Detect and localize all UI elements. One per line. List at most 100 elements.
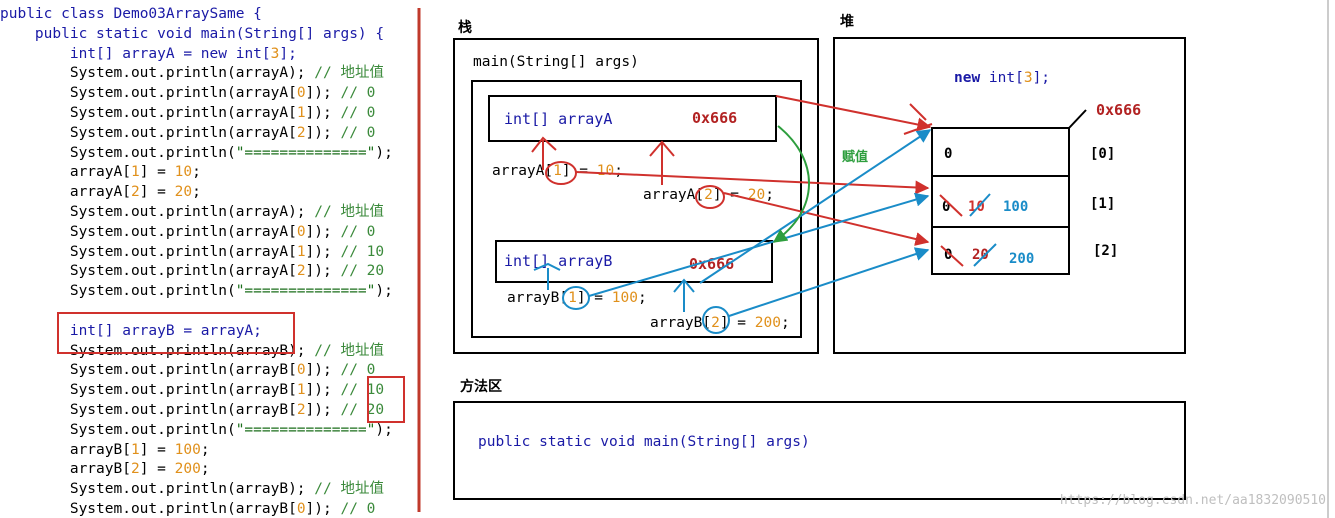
- code-token: // 10: [340, 243, 385, 260]
- arrow-a1-to-cell1: [575, 171, 930, 195]
- cell0-index: [0]: [1090, 146, 1115, 162]
- code-token: System.out.println(arrayA[: [0, 263, 297, 280]
- code-line: System.out.println(arrayB[0]); // 0: [0, 499, 376, 518]
- code-token: 2: [296, 124, 306, 141]
- code-token: // 地址值: [314, 204, 384, 220]
- code-token: System.out.println(arrayA);: [0, 65, 315, 82]
- code-token: ]);: [305, 105, 341, 121]
- code-token: System.out.println(arrayA[: [0, 243, 297, 260]
- code-token: ;: [200, 461, 210, 478]
- code-token: );: [375, 421, 393, 438]
- cell2-new-value: 200: [1009, 251, 1034, 267]
- method-area-box: [453, 401, 1186, 500]
- arrow-a2-to-cell2: [723, 192, 930, 246]
- code-token: 200: [174, 461, 201, 478]
- code-token: ] =: [139, 461, 175, 478]
- up-arrow-b1: [533, 262, 561, 290]
- code-line: System.out.println("==============");: [0, 420, 393, 440]
- code-token: 1: [130, 441, 140, 458]
- code-token: 3: [270, 45, 280, 62]
- code-panel: public class Demo03ArraySame { public st…: [0, 0, 410, 518]
- code-line: int[] arrayB = arrayA;: [0, 321, 262, 341]
- code-token: System.out.println(arrayB);: [0, 481, 315, 498]
- code-token: arrayA[: [0, 184, 131, 201]
- code-token: arrayA[: [0, 164, 131, 181]
- code-token: System.out.println(: [0, 421, 236, 438]
- main-frame-box: [471, 80, 802, 338]
- code-token: 20: [174, 184, 193, 201]
- arrow-arrayA-to-heap: [775, 95, 932, 132]
- code-token: int[] arrayB = arrayA;: [0, 322, 262, 339]
- code-token: ]);: [305, 263, 341, 280]
- code-line: System.out.println(arrayB); // 地址值: [0, 479, 384, 499]
- code-token: ;: [200, 441, 210, 458]
- code-line: arrayB[1] = 100;: [0, 440, 210, 460]
- cell2-mid-value: 20: [972, 247, 989, 263]
- code-token: // 0: [340, 501, 376, 517]
- code-line: int[] arrayA = new int[3];: [0, 44, 297, 64]
- code-line: System.out.println(arrayA[1]); // 0: [0, 103, 376, 123]
- code-line: System.out.println(arrayA[1]); // 10: [0, 242, 384, 262]
- code-line: System.out.println(arrayA); // 地址值: [0, 63, 384, 83]
- arrayA-var-box: [488, 95, 777, 142]
- code-token: // 地址值: [314, 481, 384, 498]
- code-token: int[] arrayA =: [0, 45, 201, 62]
- code-token: 2: [296, 402, 306, 418]
- code-line: System.out.println(arrayA); // 地址值: [0, 202, 384, 222]
- assign-arrayB-2: arrayB[2] = 200;: [650, 315, 790, 331]
- code-token: // 0: [340, 124, 376, 141]
- circle-arrayB-idx1: [562, 286, 590, 310]
- code-token: // 0: [340, 85, 376, 102]
- code-line: System.out.println(arrayA[2]); // 20: [0, 261, 384, 281]
- code-token: arrayB[: [0, 441, 131, 458]
- cell1-index: [1]: [1090, 196, 1115, 212]
- code-token: ]);: [305, 362, 341, 379]
- stack-frame-label: main(String[] args): [473, 54, 639, 70]
- code-token: Demo03ArraySame {: [113, 6, 262, 22]
- code-token: ];: [279, 45, 297, 62]
- code-token: 0: [296, 501, 306, 517]
- code-line: arrayA[1] = 10;: [0, 162, 201, 182]
- cell2-index: [2]: [1093, 243, 1118, 259]
- cell0-value: 0: [944, 146, 952, 162]
- code-token: ;: [192, 184, 201, 201]
- strike-cell1-0-red: [939, 194, 963, 217]
- code-token: 100: [174, 441, 201, 458]
- up-arrow-a2: [649, 140, 675, 185]
- code-token: );: [375, 144, 393, 161]
- code-line: System.out.println(arrayB[1]); // 10: [0, 380, 384, 400]
- arrayB-var-label: int[] arrayB: [504, 252, 612, 270]
- arrow-arrayB-to-heap: [699, 129, 932, 284]
- heap-box: [833, 37, 1186, 354]
- code-token: System.out.println(arrayB[: [0, 501, 297, 517]
- code-token: 2: [130, 184, 140, 201]
- code-highlight-arrayB-decl: [57, 312, 295, 354]
- up-arrow-b2: [673, 278, 695, 312]
- code-token: System.out.println(arrayB);: [0, 342, 315, 359]
- strike-cell1-10-blue: [969, 193, 991, 217]
- heap-new-expr: new int[3];: [954, 70, 1050, 86]
- code-token: System.out.println(arrayA[: [0, 223, 297, 240]
- code-line: System.out.println("==============");: [0, 143, 393, 163]
- code-line: System.out.println(arrayB); // 地址值: [0, 341, 384, 361]
- code-token: 0: [296, 85, 306, 102]
- code-token: "==============": [235, 421, 376, 438]
- method-area-title: 方法区: [460, 378, 502, 395]
- code-token: // 20: [340, 263, 385, 280]
- cell2-old-value: 0: [944, 247, 952, 263]
- heap-address: 0x666: [1096, 101, 1141, 119]
- code-token: 1: [296, 105, 306, 121]
- code-token: ]);: [305, 501, 341, 517]
- arrayA-var-label: int[] arrayA: [504, 110, 612, 128]
- code-token: ]);: [305, 402, 341, 418]
- code-line: System.out.println(arrayB[0]); // 0: [0, 360, 376, 380]
- cell1-new-value: 100: [1003, 199, 1028, 215]
- code-token: 2: [130, 461, 140, 478]
- code-token: ] =: [139, 184, 175, 201]
- code-token: ]);: [305, 124, 341, 141]
- code-token: // 0: [340, 362, 376, 379]
- code-line: System.out.println(arrayA[0]); // 0: [0, 222, 376, 242]
- code-token: // 地址值: [314, 65, 384, 82]
- watermark: https://blog.csdn.net/aa1832090510: [1060, 493, 1326, 508]
